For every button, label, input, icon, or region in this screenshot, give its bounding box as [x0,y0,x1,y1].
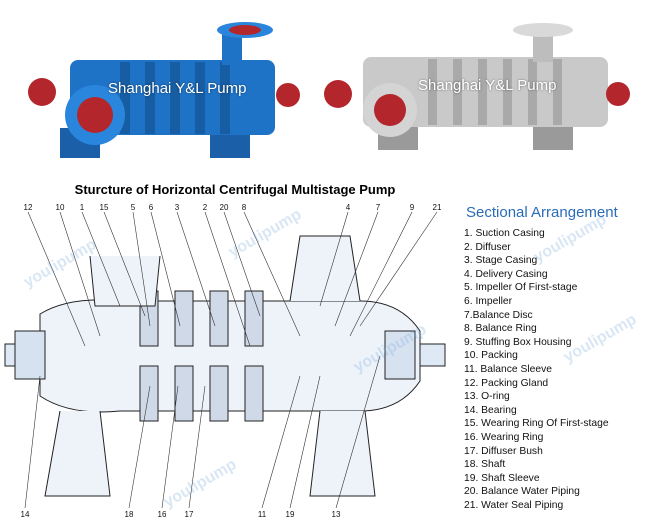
callout-number: 3 [175,203,180,212]
legend-item: 18. Shaft [464,459,506,471]
legend-item: 7.Balance Disc [464,309,533,321]
legend-item: 6. Impeller [464,295,513,307]
callout-number: 16 [158,510,167,519]
legend-item: 14. Bearing [464,404,517,416]
legend-item: 15. Wearing Ring Of First-stage [464,418,609,430]
legend-item: 3. Stage Casing [464,255,538,267]
callout-number: 12 [24,203,33,212]
legend-item: 13. O-ring [464,391,510,403]
callout-number: 18 [125,510,134,519]
blue-pump-drawing [28,22,300,158]
legend-item: 1. Suction Casing [464,228,545,239]
legend-item: 21. Water Seal Piping [464,499,564,511]
legend-list: 1. Suction Casing 2. Diffuser 3. Stage C… [464,227,609,512]
silver-pump-photo: Shanghai Y&L Pump [318,22,638,167]
callout-number: 11 [258,510,267,519]
callout-number: 10 [56,203,65,212]
legend-title: Sectional Arrangement [466,204,618,221]
legend-item: 17. Diffuser Bush [464,445,543,457]
legend-item: 8. Balance Ring [464,323,537,335]
legend-item: 12. Packing Gland [464,377,549,389]
callout-number: 17 [185,510,194,519]
callout-number: 8 [242,203,247,212]
callout-number: 13 [332,510,341,519]
legend-item: 20. Balance Water Piping [464,486,580,498]
legend-item: 10. Packing [464,350,518,362]
legend-item: 11. Balance Sleeve [464,363,552,375]
callout-number: 9 [410,203,415,212]
legend-item: 9. Stuffing Box Housing [464,336,572,348]
legend-item: 16. Wearing Ring [464,431,544,443]
right-photo-caption: Shanghai Y&L Pump [418,77,557,94]
legend-item: 19. Shaft Sleeve [464,472,540,484]
callout-number: 20 [220,203,229,212]
silver-pump-drawing [324,23,630,150]
callout-number: 15 [100,203,109,212]
blue-pump-photo: Shanghai Y&L Pump [20,20,305,165]
legend-item: 4. Delivery Casing [464,268,548,280]
callout-number: 19 [286,510,295,519]
callout-number: 1 [80,203,85,212]
left-photo-caption: Shanghai Y&L Pump [108,80,247,97]
callout-number: 14 [21,510,30,519]
callout-number: 7 [376,203,381,212]
legend-item: 2. Diffuser [464,241,511,253]
callout-number: 6 [149,203,154,212]
callout-number: 2 [203,203,208,212]
callout-number: 4 [346,203,351,212]
callout-number: 21 [433,203,442,212]
diagram-title: Sturcture of Horizontal Centrifugal Mult… [74,182,396,197]
callout-number: 5 [131,203,136,212]
legend-item: 5. Impeller Of First-stage [464,282,578,294]
